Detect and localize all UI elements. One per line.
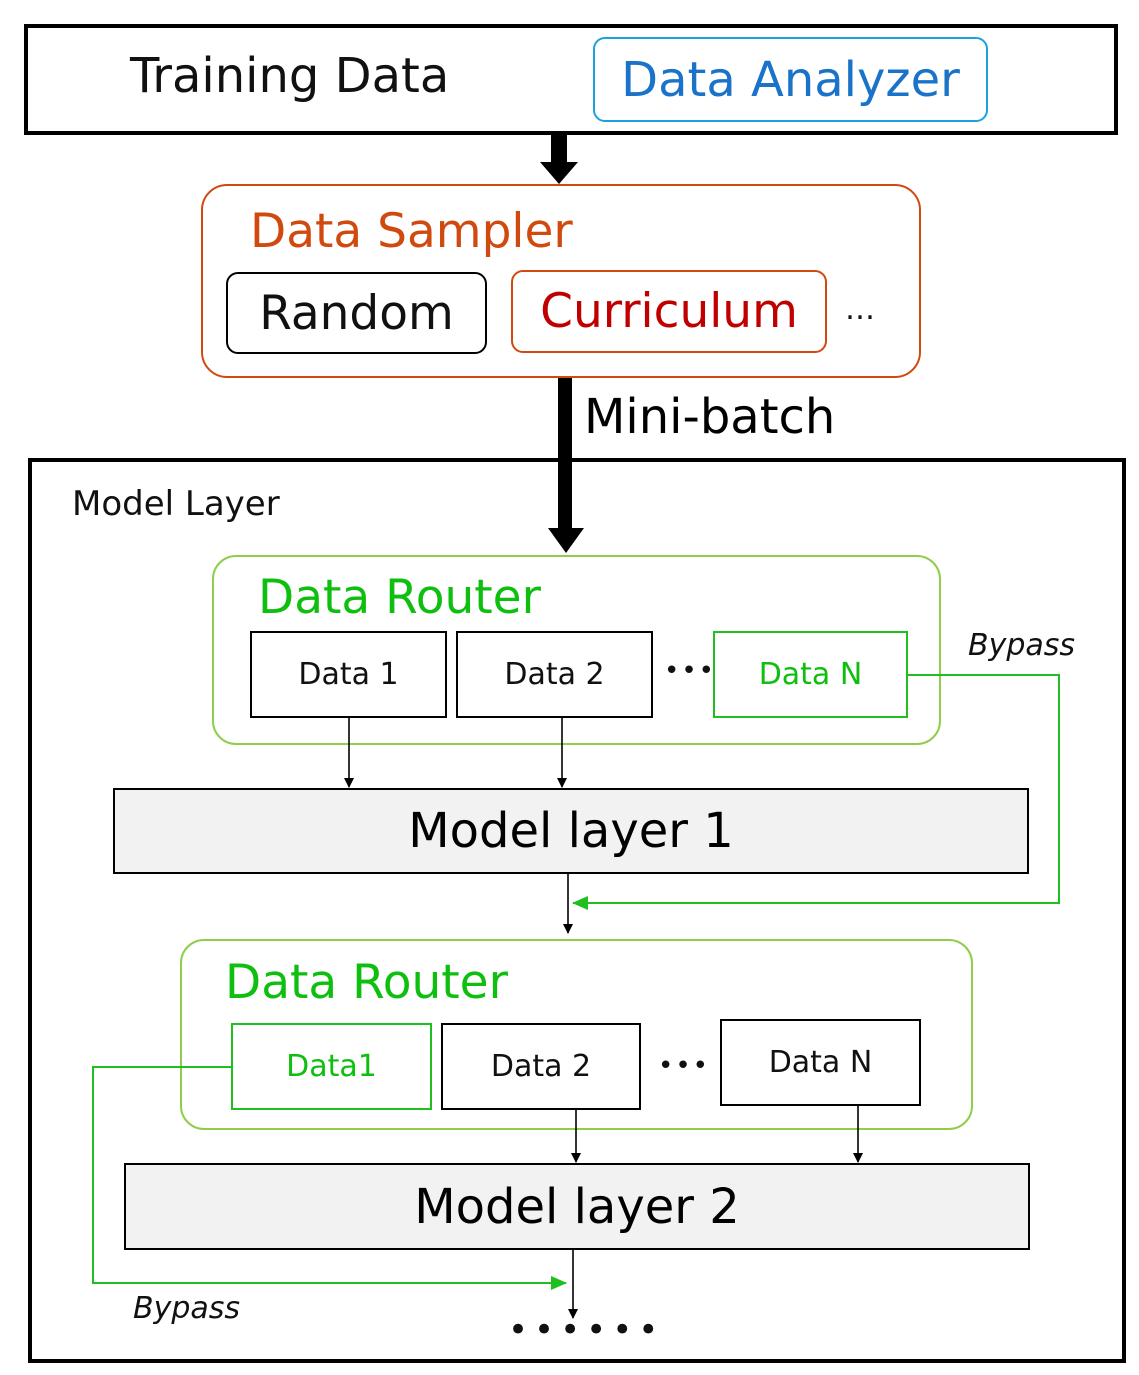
arrow-minibatch-to-router <box>548 378 584 553</box>
random-sampler-box: Random <box>226 272 487 354</box>
router-1-data-1: Data 1 <box>250 631 447 718</box>
router-1-bypass-label: Bypass <box>968 628 1076 663</box>
data-router-1-title: Data Router <box>258 570 541 625</box>
training-data-label: Training Data <box>130 48 450 104</box>
router-2-ellipsis: ••• <box>658 1051 711 1081</box>
sampler-more-ellipsis: … <box>845 292 875 327</box>
router-1-data-2: Data 2 <box>456 631 653 718</box>
data-sampler-title: Data Sampler <box>250 204 573 259</box>
mini-batch-label: Mini-batch <box>584 389 836 445</box>
router-2-data-1: Data1 <box>231 1023 432 1110</box>
router-1-ellipsis: ••• <box>664 656 717 686</box>
router-2-data-2: Data 2 <box>441 1023 641 1110</box>
arrow-data-to-sampler <box>540 131 578 184</box>
bypass-line-2 <box>92 1066 567 1290</box>
curriculum-sampler-box: Curriculum <box>511 270 827 353</box>
bypass-line-1 <box>572 674 1060 910</box>
training-data-box <box>24 24 1118 135</box>
router-2-data-n: Data N <box>720 1019 921 1106</box>
model-layer-frame-title: Model Layer <box>72 484 280 524</box>
model-layer-1: Model layer 1 <box>113 788 1029 874</box>
continuation-dots: •••••• <box>508 1310 665 1350</box>
router-2-bypass-label: Bypass <box>133 1291 241 1326</box>
data-router-2-title: Data Router <box>225 955 508 1010</box>
data-analyzer-box: Data Analyzer <box>593 37 988 122</box>
data-sampler-box <box>201 184 921 378</box>
model-layer-2: Model layer 2 <box>124 1163 1030 1250</box>
router-1-data-n: Data N <box>713 631 908 718</box>
model-layer-frame <box>28 458 1126 1363</box>
